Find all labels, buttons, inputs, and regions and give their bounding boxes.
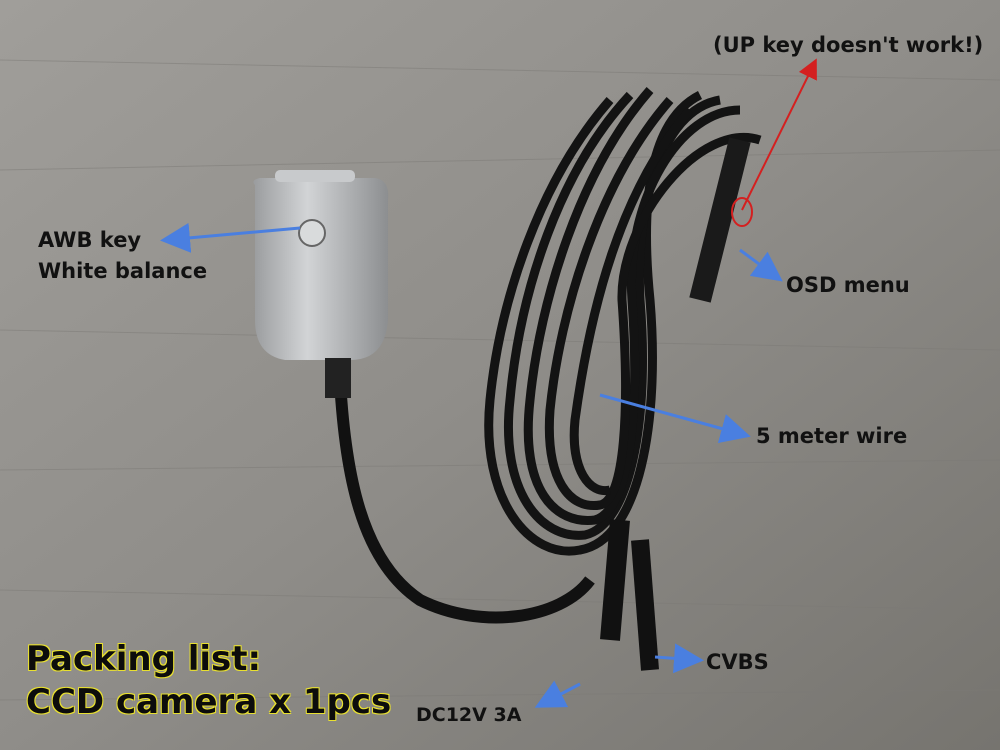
osd-arrow [739, 248, 783, 282]
cvbs-connector [631, 539, 659, 671]
packing-list-item: CCD camera x 1pcs [26, 682, 392, 722]
coiled-wire [484, 87, 762, 556]
dc-arrow [534, 680, 581, 708]
camera-cable [334, 379, 595, 624]
osd-control-box [689, 137, 751, 303]
awb-arrow [160, 222, 301, 253]
wire-arrow [599, 393, 751, 444]
white-balance-label: White balance [38, 259, 208, 283]
up-key-circle [731, 197, 753, 227]
camera-lens [275, 170, 355, 182]
up-key-arrow [741, 58, 817, 211]
up-key-note: (UP key doesn't work!) [713, 33, 984, 57]
dc-power-label: DC12V 3A [416, 704, 522, 726]
cable-strain-relief [325, 358, 351, 398]
osd-menu-label: OSD menu [786, 273, 910, 297]
cvbs-arrow [654, 643, 704, 674]
camera-body [253, 178, 389, 360]
packing-list-title: Packing list: [26, 639, 262, 679]
wire-label: 5 meter wire [756, 424, 908, 448]
awb-button [298, 219, 326, 247]
awb-key-label: AWB key [38, 228, 142, 252]
cvbs-label: CVBS [706, 650, 769, 674]
dc-connector [600, 519, 630, 641]
